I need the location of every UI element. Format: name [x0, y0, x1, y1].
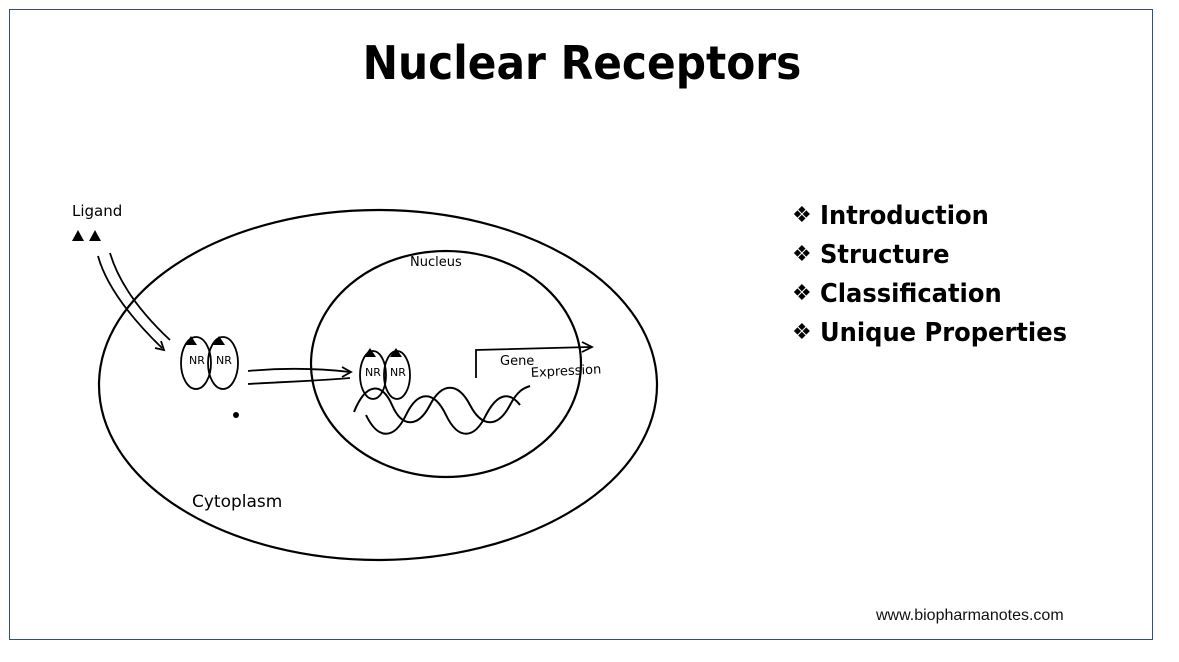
- list-item: ❖ Introduction: [792, 196, 1086, 235]
- gene-label: Gene: [500, 354, 534, 369]
- nucleus-label: Nucleus: [410, 255, 462, 270]
- gene-expression-arrow: [475, 341, 595, 378]
- list-item: ❖ Structure: [792, 235, 1086, 274]
- diamond-cluster-icon: ❖: [792, 202, 812, 228]
- receptor-label-left: NR: [189, 354, 205, 367]
- slide-title: Nuclear Receptors: [362, 36, 802, 90]
- cell-membrane: [97, 208, 659, 562]
- website-footer: www.biopharmanotes.com: [876, 607, 1064, 624]
- receptor-label-right: NR: [216, 354, 232, 367]
- cytoplasm-receptor-dimer: NR NR: [180, 336, 239, 390]
- diamond-cluster-icon: ❖: [792, 241, 812, 267]
- nucleus-membrane: [309, 249, 583, 479]
- list-item: ❖ Unique Properties: [792, 313, 1086, 352]
- diamond-cluster-icon: ❖: [792, 280, 812, 306]
- list-item-label: Classification: [820, 278, 1002, 309]
- nuclear-receptor-dimer: NR NR: [359, 348, 411, 400]
- list-item-label: Structure: [820, 239, 950, 270]
- list-item: ❖ Classification: [792, 274, 1086, 313]
- cytoplasm-dot: [233, 412, 239, 418]
- topic-list: ❖ Introduction ❖ Structure ❖ Classificat…: [792, 196, 1086, 352]
- nuclear-receptor-label-left: NR: [365, 366, 381, 379]
- slide: NR NR NR NR Lig: [9, 9, 1153, 640]
- ligand-label: Ligand: [72, 202, 122, 220]
- list-item-label: Introduction: [820, 200, 989, 231]
- cytoplasm-label: Cytoplasm: [192, 492, 282, 512]
- diamond-cluster-icon: ❖: [792, 319, 812, 345]
- dna-helix: [353, 385, 531, 435]
- nuclear-receptor-diagram: NR NR NR NR Lig: [72, 202, 659, 562]
- nuclear-receptor-label-right: NR: [390, 366, 406, 379]
- translocation-arrows: [247, 366, 353, 385]
- ligand-icon: [72, 230, 101, 241]
- list-item-label: Unique Properties: [820, 317, 1068, 348]
- expression-label: Expression: [530, 362, 601, 381]
- ligand-entry-arrows: [97, 252, 171, 352]
